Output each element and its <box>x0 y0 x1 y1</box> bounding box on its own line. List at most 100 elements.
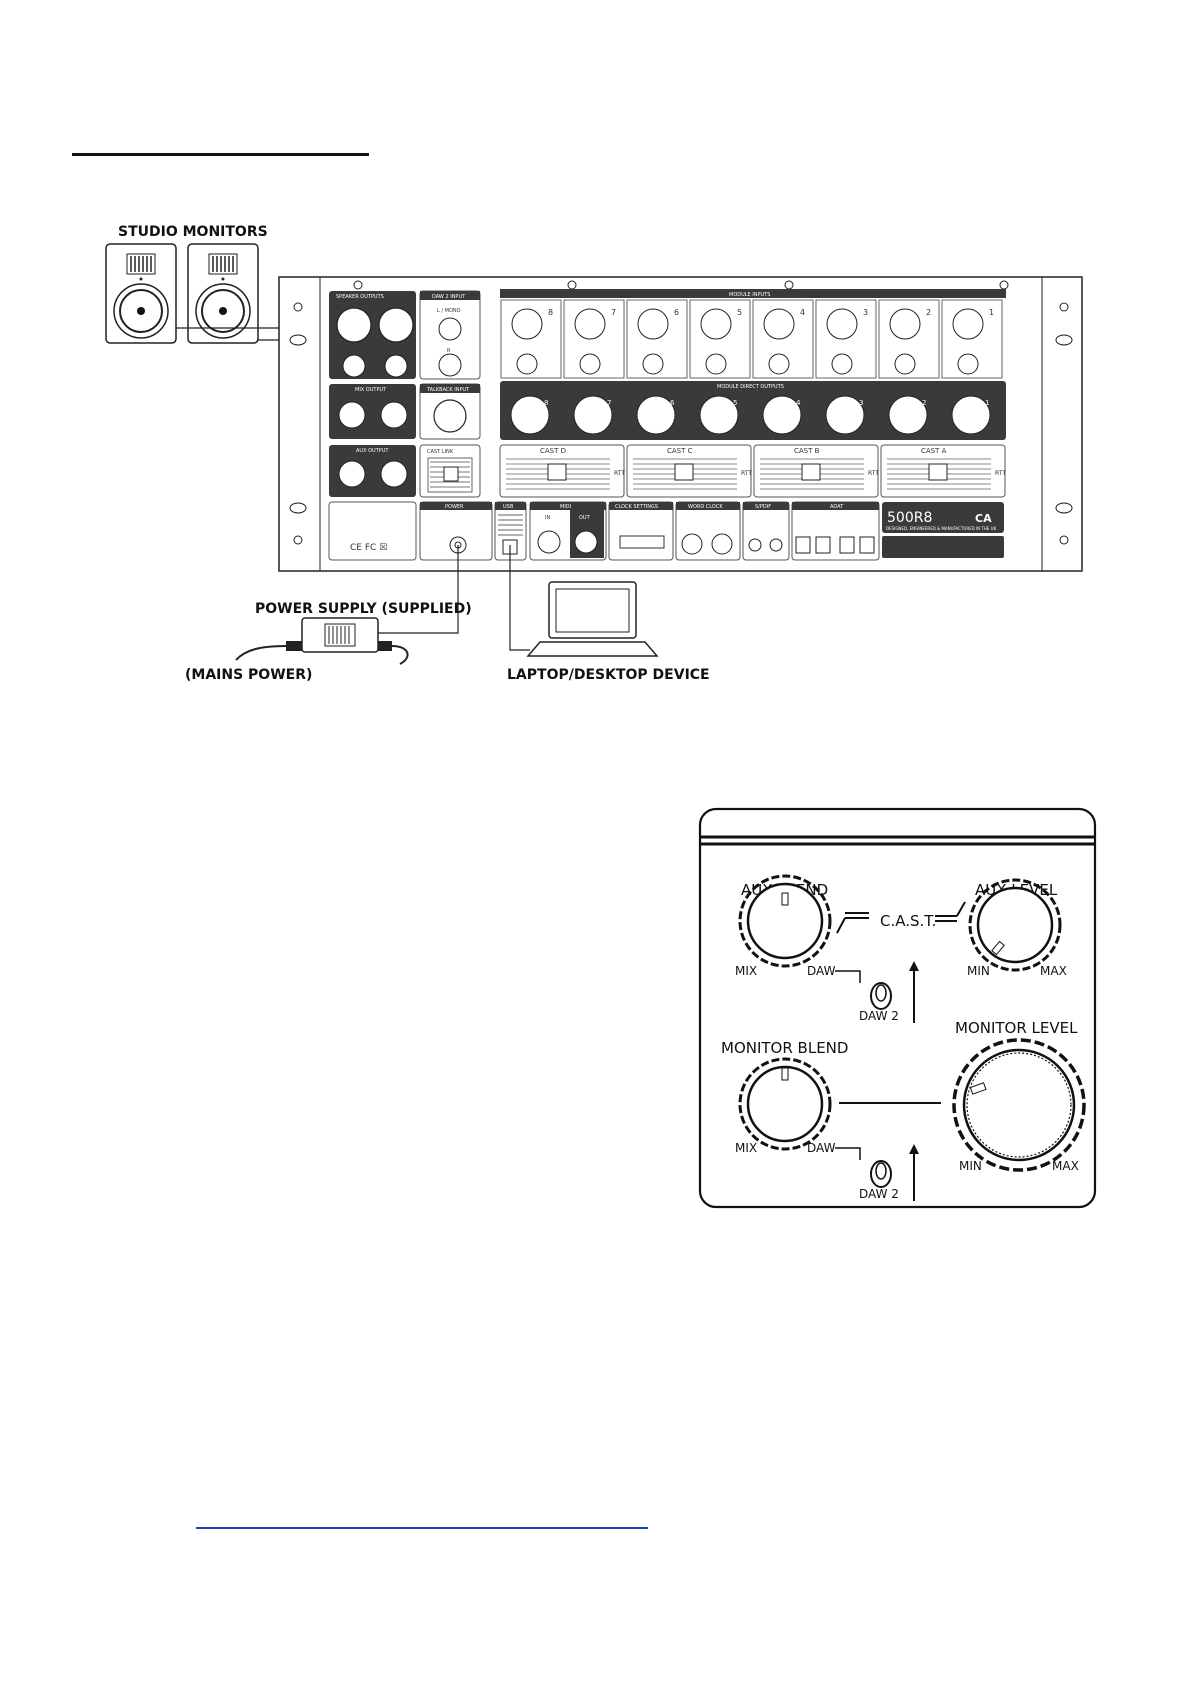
module-input-number: 4 <box>800 308 805 317</box>
monitor-blend-mix-label: MIX <box>735 1141 757 1155</box>
svg-text:CE FC ☒: CE FC ☒ <box>350 543 387 553</box>
laptop-label: LAPTOP/DESKTOP DEVICE <box>507 667 710 683</box>
svg-text:CA: CA <box>975 512 992 525</box>
cast-port-c: CAST C RTT <box>626 444 752 498</box>
module-direct-output-6: 6 <box>636 395 676 435</box>
module-input-2: 2 <box>878 299 940 379</box>
connection-diagram: STUDIO MONITORS <box>105 224 1083 683</box>
svg-text:500R8: 500R8 <box>887 510 932 526</box>
svg-text:CLOCK SETTINGS: CLOCK SETTINGS <box>615 504 658 510</box>
module-direct-output-5: 5 <box>699 395 739 435</box>
studio-monitor-left <box>105 243 177 344</box>
monitor-level-max-label: MAX <box>1052 1159 1079 1173</box>
section-title-underline <box>72 153 369 156</box>
monitor-control-panel: AUX BLEND MIX DAW C.A.S.T. AUX LEVEL MIN… <box>698 807 1097 1209</box>
module-input-number: 3 <box>863 308 868 317</box>
module-direct-number: 4 <box>796 399 801 407</box>
aux-daw2-label: DAW 2 <box>859 1009 899 1023</box>
module-direct-outputs: 8 7 6 5 4 3 2 1 <box>510 395 991 435</box>
module-direct-output-8: 8 <box>510 395 550 435</box>
svg-text:OUT: OUT <box>579 515 591 521</box>
module-direct-number: 2 <box>922 399 926 407</box>
module-input-4: 4 <box>752 299 814 379</box>
svg-text:ADAT: ADAT <box>830 504 844 510</box>
monitor-daw2-switch[interactable] <box>870 1160 892 1188</box>
module-input-number: 2 <box>926 308 931 317</box>
monitor-blend-label: MONITOR BLEND <box>721 1039 848 1057</box>
svg-text:MIX OUTPUT: MIX OUTPUT <box>355 387 387 393</box>
module-direct-number: 5 <box>733 399 737 407</box>
svg-text:MODULE INPUTS: MODULE INPUTS <box>729 292 770 298</box>
svg-text:MIDI: MIDI <box>560 504 571 510</box>
power-supply-label: POWER SUPPLY (SUPPLIED) <box>255 601 472 617</box>
module-input-7: 7 <box>563 299 625 379</box>
laptop <box>509 545 659 657</box>
cast-port-b: CAST B RTT <box>753 444 879 498</box>
cast-port-a: CAST A RTT <box>880 444 1006 498</box>
aux-level-knob[interactable] <box>968 878 1062 972</box>
module-direct-output-3: 3 <box>825 395 865 435</box>
monitor-daw2-label: DAW 2 <box>859 1187 899 1201</box>
aux-blend-knob[interactable] <box>738 874 832 968</box>
svg-text:S/PDIF: S/PDIF <box>755 504 771 510</box>
module-input-6: 6 <box>626 299 688 379</box>
module-direct-number: 8 <box>544 399 548 407</box>
module-input-5: 5 <box>689 299 751 379</box>
svg-text:CAST D: CAST D <box>540 447 566 455</box>
hyperlink-underline[interactable] <box>196 1527 648 1529</box>
svg-text:POWER: POWER <box>445 504 464 510</box>
module-input-1: 1 <box>941 299 1003 379</box>
svg-text:L / MONO: L / MONO <box>437 308 461 314</box>
mains-power-label: (MAINS POWER) <box>185 667 312 683</box>
module-direct-number: 3 <box>859 399 863 407</box>
module-input-number: 6 <box>674 308 679 317</box>
svg-text:WORD CLOCK: WORD CLOCK <box>688 504 723 510</box>
svg-text:RTT: RTT <box>995 470 1006 477</box>
module-direct-number: 7 <box>607 399 611 407</box>
module-direct-number: 1 <box>985 399 989 407</box>
svg-text:R: R <box>447 348 451 354</box>
module-direct-output-4: 4 <box>762 395 802 435</box>
aux-blend-daw-label: DAW <box>807 964 836 978</box>
studio-monitors-label: STUDIO MONITORS <box>118 224 268 240</box>
svg-text:RTT: RTT <box>614 470 625 477</box>
svg-text:SPEAKER OUTPUTS: SPEAKER OUTPUTS <box>336 294 384 300</box>
svg-text:RTT: RTT <box>741 470 752 477</box>
svg-text:DESIGNED, ENGINEERED & MANUFAC: DESIGNED, ENGINEERED & MANUFACTURED IN T… <box>886 526 997 531</box>
module-input-number: 8 <box>548 308 553 317</box>
module-input-number: 1 <box>989 308 994 317</box>
monitor-blend-daw-label: DAW <box>807 1141 836 1155</box>
studio-monitor-right <box>187 243 259 344</box>
svg-text:USB: USB <box>503 504 514 510</box>
module-direct-number: 6 <box>670 399 675 407</box>
aux-level-min-label: MIN <box>967 964 990 978</box>
svg-text:CAST B: CAST B <box>794 447 820 455</box>
module-direct-output-2: 2 <box>888 395 928 435</box>
module-input-number: 5 <box>737 308 742 317</box>
module-inputs: 8 7 6 5 4 3 2 1 <box>500 299 1003 379</box>
aux-level-max-label: MAX <box>1040 964 1067 978</box>
module-input-8: 8 <box>500 299 562 379</box>
rear-panel: SPEAKER OUTPUTS DAW 2 INPUT L / MONO R M… <box>278 276 1083 572</box>
monitor-level-label: MONITOR LEVEL <box>955 1019 1078 1037</box>
svg-text:TALKBACK INPUT: TALKBACK INPUT <box>426 387 470 393</box>
cast-port-d: CAST D RTT <box>499 444 625 498</box>
monitor-level-min-label: MIN <box>959 1159 982 1173</box>
power-supply <box>235 545 459 665</box>
module-direct-output-1: 1 <box>951 395 991 435</box>
svg-text:CAST A: CAST A <box>921 447 947 455</box>
svg-text:CAST C: CAST C <box>667 447 693 455</box>
svg-text:IN: IN <box>545 515 550 521</box>
aux-daw2-switch[interactable] <box>870 982 892 1010</box>
cast-label: C.A.S.T. <box>880 912 936 930</box>
svg-text:MODULE DIRECT OUTPUTS: MODULE DIRECT OUTPUTS <box>717 384 784 390</box>
svg-text:AUX OUTPUT: AUX OUTPUT <box>356 448 389 454</box>
module-direct-output-7: 7 <box>573 395 613 435</box>
svg-text:DAW 2 INPUT: DAW 2 INPUT <box>432 294 466 300</box>
cast-ports: CAST D RTT CAST C RTT CAST B RTT CAST A RTT <box>499 444 1006 498</box>
module-input-number: 7 <box>611 308 616 317</box>
monitor-blend-knob[interactable] <box>738 1057 832 1151</box>
svg-text:CAST LINK: CAST LINK <box>427 449 454 455</box>
svg-text:RTT: RTT <box>868 470 879 477</box>
monitor-level-knob[interactable] <box>952 1038 1086 1172</box>
